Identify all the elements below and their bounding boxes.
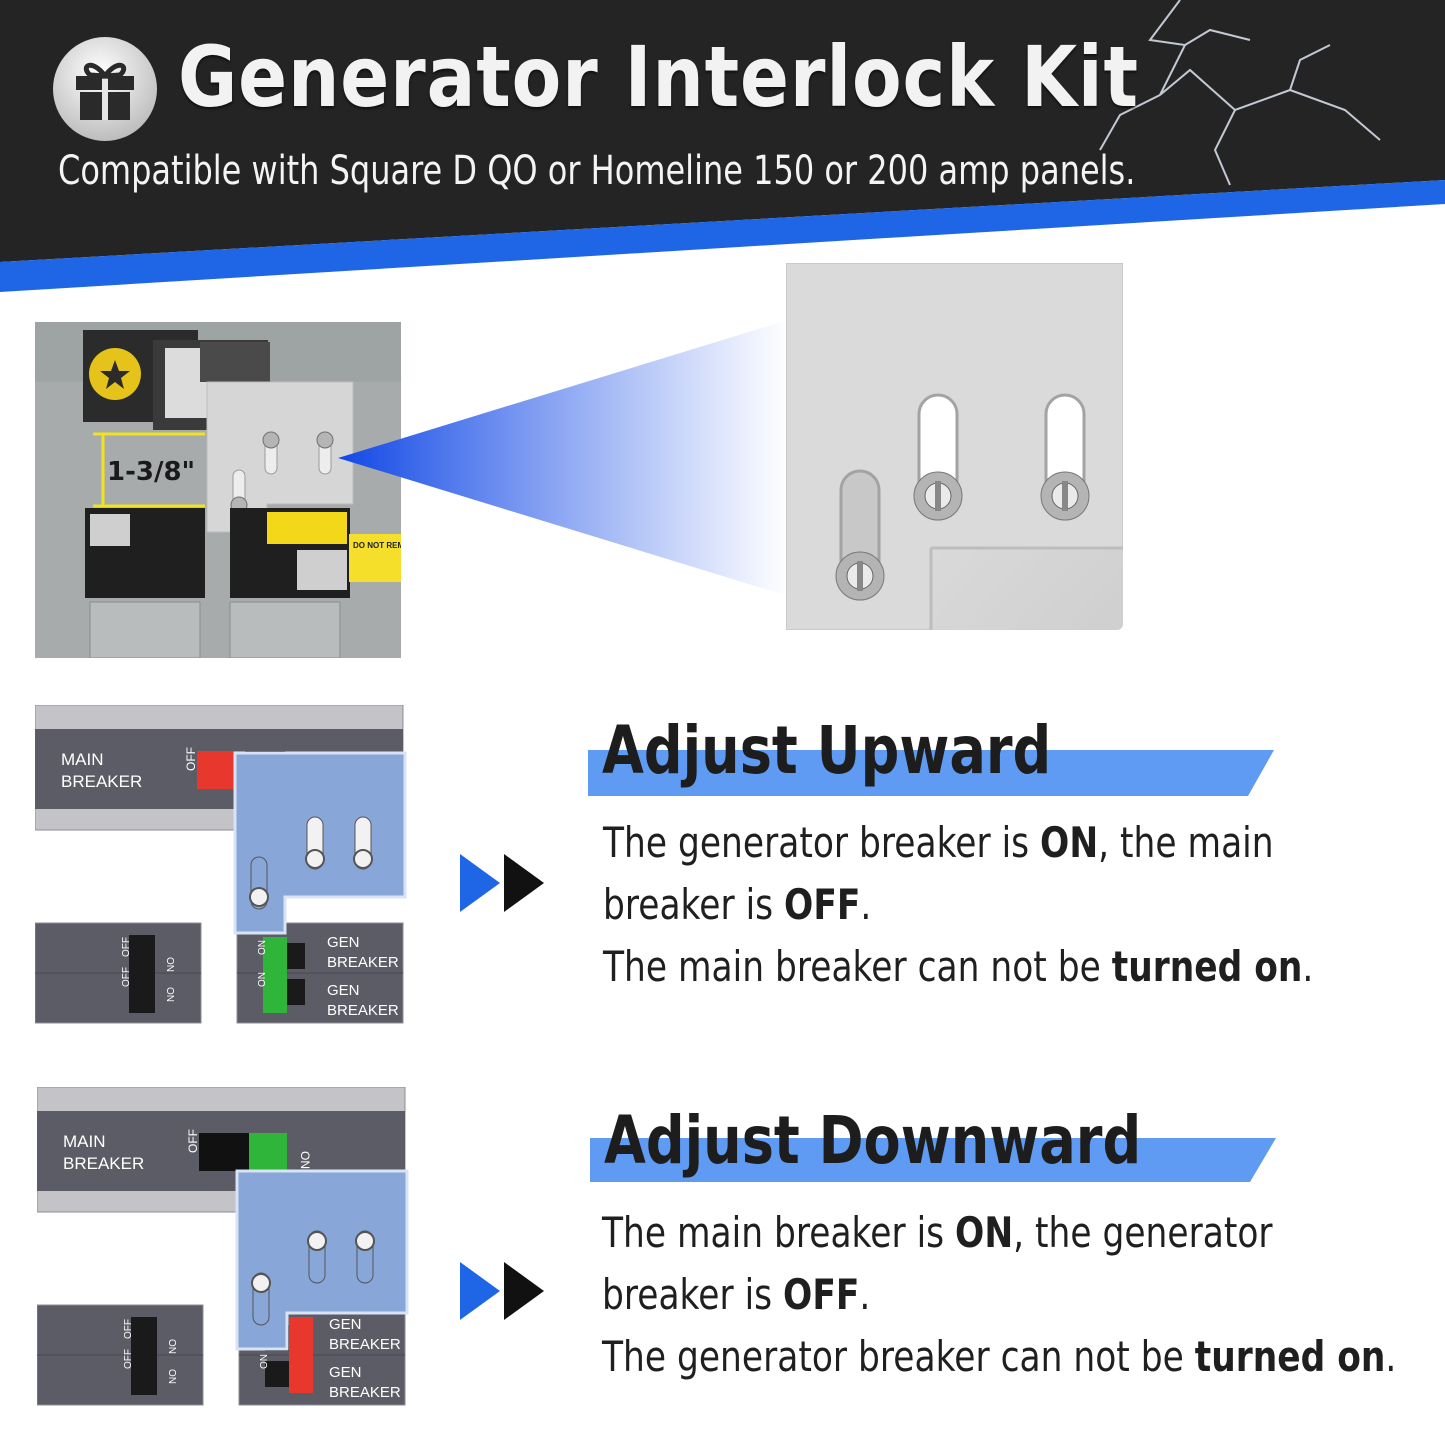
svg-text:OFF: OFF	[121, 967, 132, 987]
svg-text:MAIN: MAIN	[61, 750, 104, 769]
svg-text:BREAKER: BREAKER	[329, 1336, 401, 1353]
svg-text:MAIN: MAIN	[63, 1132, 106, 1151]
svg-text:ON: ON	[166, 1339, 177, 1354]
svg-text:OFF: OFF	[123, 1349, 134, 1369]
page-title: Generator Interlock Kit	[178, 28, 1139, 126]
section-description-upward: The generator breaker is ON, the main br…	[603, 818, 1314, 991]
svg-text:ON: ON	[164, 957, 175, 972]
gen-breaker-toggle-off	[289, 1317, 313, 1393]
svg-text:GEN: GEN	[329, 1316, 362, 1333]
diagram-adjust-downward: MAIN BREAKER OFF ON OFF ON OFF ON ON GEN…	[37, 1087, 409, 1406]
gift-icon	[53, 37, 157, 141]
section-heading-downward: Adjust Downward	[604, 1102, 1142, 1179]
panel-photo: 1-3/8" DO NOT REM	[35, 322, 401, 658]
heading-highlight	[590, 1138, 1276, 1182]
screw-icon	[835, 551, 885, 601]
svg-text:GEN: GEN	[327, 982, 360, 999]
svg-text:BREAKER: BREAKER	[327, 1002, 399, 1019]
main-breaker-toggle-on	[249, 1133, 287, 1171]
svg-text:BREAKER: BREAKER	[63, 1154, 144, 1173]
page-subtitle: Compatible with Square D QO or Homeline …	[58, 148, 1136, 194]
svg-text:OFF: OFF	[123, 1319, 134, 1339]
screw-icon	[913, 471, 963, 521]
gen-breaker-toggle-on	[263, 937, 287, 1013]
measurement-label: 1-3/8"	[107, 457, 195, 487]
svg-text:ON: ON	[298, 1151, 312, 1169]
svg-text:BREAKER: BREAKER	[329, 1384, 401, 1401]
svg-text:OFF: OFF	[186, 1129, 200, 1153]
section-description-downward: The main breaker is ON, the generator br…	[602, 1208, 1397, 1381]
svg-text:GEN: GEN	[329, 1364, 362, 1381]
heading-highlight	[588, 750, 1274, 796]
svg-text:ON: ON	[164, 987, 175, 1002]
section-heading-upward: Adjust Upward	[602, 712, 1052, 789]
svg-text:BREAKER: BREAKER	[327, 954, 399, 971]
svg-text:ON: ON	[257, 940, 268, 955]
svg-text:ON: ON	[166, 1369, 177, 1384]
svg-text:OFF: OFF	[184, 747, 198, 771]
header-background	[0, 0, 1445, 292]
zoom-beam	[338, 320, 788, 596]
interlock-plate-closeup	[786, 263, 1123, 630]
svg-text:GEN: GEN	[327, 934, 360, 951]
warning-label: DO NOT REM	[353, 541, 401, 550]
svg-text:BREAKER: BREAKER	[61, 772, 142, 791]
header-banner: Generator Interlock Kit Compatible with …	[0, 0, 1445, 300]
diagram-adjust-upward: MAIN BREAKER OFF OFF ON OFF ON ON ON GEN…	[35, 705, 407, 1024]
arrow-icon	[460, 854, 544, 912]
lightning-icon	[1099, 0, 1381, 186]
svg-text:ON: ON	[259, 1354, 270, 1369]
svg-text:OFF: OFF	[121, 937, 132, 957]
svg-text:ON: ON	[257, 972, 268, 987]
arrow-icon	[460, 1262, 544, 1320]
screw-icon	[1040, 471, 1090, 521]
